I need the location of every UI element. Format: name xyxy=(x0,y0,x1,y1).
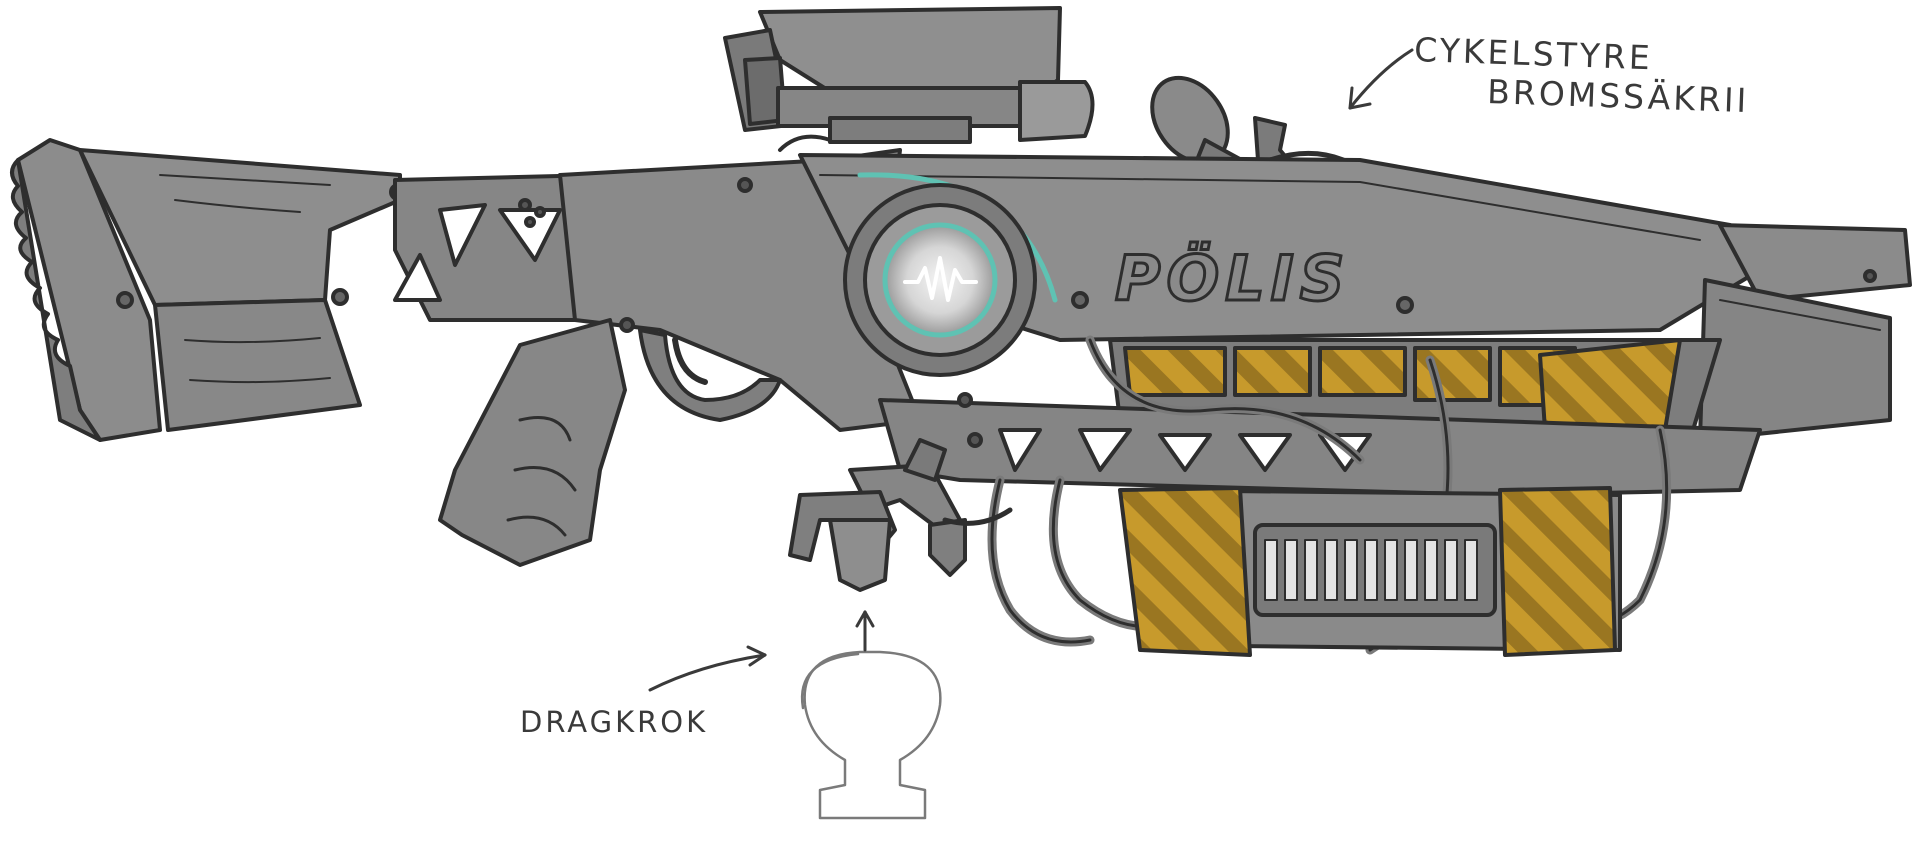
bike-brake-label-line1: CYKELSTYRE xyxy=(1413,30,1654,78)
weapon-marking-text: PÖLIS xyxy=(1115,242,1350,315)
battery-canister xyxy=(1118,486,1622,657)
bike-brake-arrow xyxy=(1348,48,1414,110)
receiver xyxy=(438,148,922,567)
scope xyxy=(723,6,1095,152)
hook-arrow xyxy=(648,653,767,692)
waveform-icon xyxy=(903,256,978,302)
tow-hook-claw xyxy=(788,438,1013,592)
front-barrel xyxy=(1698,223,1912,442)
tow-hook-label: DRAGKROK xyxy=(520,705,709,739)
tow-hook-sketch xyxy=(800,650,942,820)
annotation-arrows xyxy=(648,48,1414,692)
lower-truss xyxy=(878,392,1762,497)
energy-core xyxy=(843,183,1037,377)
